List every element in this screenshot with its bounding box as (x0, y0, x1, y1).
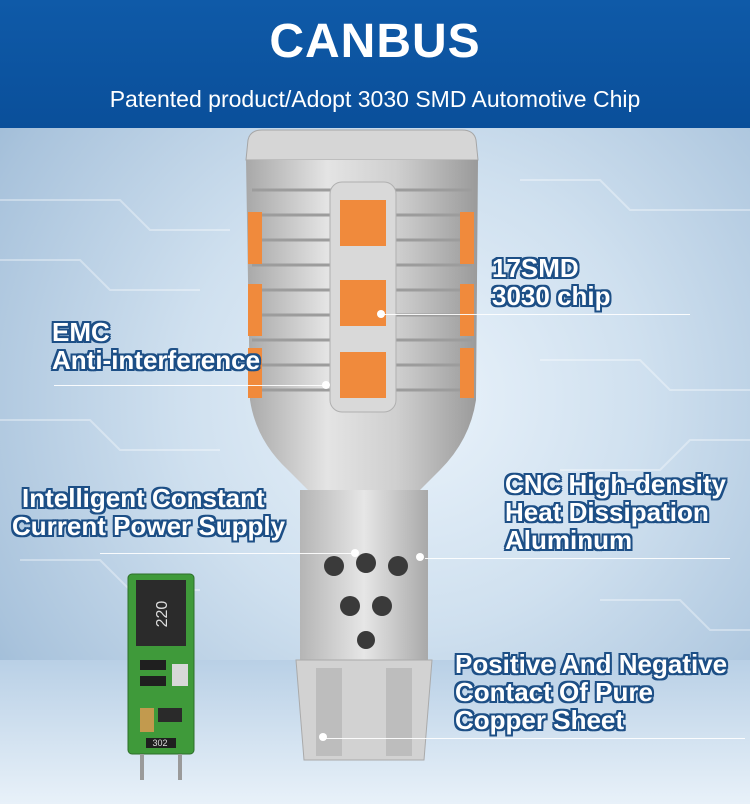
ic-chip (158, 708, 182, 722)
circuit-background (0, 179, 750, 631)
led-chip (248, 212, 262, 264)
vent-hole (356, 553, 376, 573)
callout-line-2: Heat Dissipation (505, 497, 709, 527)
power-callout-dot (351, 549, 359, 557)
bulb-socket (300, 490, 428, 660)
smd-callout-line (380, 314, 690, 315)
svg-text:220: 220 (154, 601, 171, 628)
page-subtitle: Patented product/Adopt 3030 SMD Automoti… (109, 86, 641, 112)
power-callout: Intelligent Constant Current Power Suppl… (12, 484, 285, 540)
callout-line-1: CNC High-density (505, 469, 726, 499)
board-pin (140, 754, 144, 780)
callout-line-2: Current Power Supply (12, 511, 286, 541)
component (172, 664, 188, 686)
callout-line-3: Aluminum (505, 525, 633, 555)
copper-callout: Positive And Negative Contact Of Pure Co… (455, 650, 727, 734)
product-scene: 220 302 17SMD 3030 chip EMC Anti-interfe… (0, 128, 750, 804)
svg-text:302: 302 (152, 738, 167, 748)
smd-callout: 17SMD 3030 chip (492, 254, 611, 310)
board-pin (178, 754, 182, 780)
led-chip (340, 200, 386, 246)
led-chip (248, 284, 262, 336)
callout-line-2: 3030 chip (492, 281, 611, 311)
callout-line-2: Contact Of Pure (455, 677, 653, 707)
driver-board: 220 302 (127, 573, 195, 780)
emc-callout-line (54, 385, 326, 386)
vent-hole (388, 556, 408, 576)
led-chip (460, 212, 474, 264)
copper-callout-line (325, 738, 745, 739)
vent-hole (340, 596, 360, 616)
bulb-illustration: 220 302 (0, 129, 750, 804)
copper-contact (386, 668, 412, 756)
vent-hole (372, 596, 392, 616)
callout-line-1: EMC (52, 317, 110, 347)
inductor (136, 580, 186, 646)
callout-line-1: Intelligent Constant (22, 483, 265, 513)
emc-callout-dot (322, 381, 330, 389)
cnc-callout-line (425, 558, 730, 559)
bulb-cap (245, 129, 479, 161)
callout-line-3: Copper Sheet (455, 705, 625, 735)
vent-hole (324, 556, 344, 576)
cnc-callout: CNC High-density Heat Dissipation Alumin… (505, 470, 726, 554)
copper-contact (316, 668, 342, 756)
resistor (140, 660, 166, 670)
capacitor (140, 708, 154, 732)
led-chip (460, 284, 474, 336)
resistor (140, 676, 166, 686)
led-chip (460, 348, 474, 398)
led-chip (340, 280, 386, 326)
power-callout-line (100, 553, 355, 554)
resistor (146, 738, 176, 748)
led-chip (340, 352, 386, 398)
callout-line-1: 17SMD (492, 253, 579, 283)
callout-line-1: Positive And Negative (455, 649, 728, 679)
emc-callout: EMC Anti-interference (52, 318, 260, 374)
copper-callout-dot (319, 733, 327, 741)
page-title: CANBUS (269, 15, 481, 68)
vent-hole (357, 631, 375, 649)
cnc-callout-dot (416, 553, 424, 561)
header-banner: CANBUS Patented product/Adopt 3030 SMD A… (0, 0, 750, 128)
smd-callout-dot (377, 310, 385, 318)
callout-line-2: Anti-interference (52, 345, 261, 375)
